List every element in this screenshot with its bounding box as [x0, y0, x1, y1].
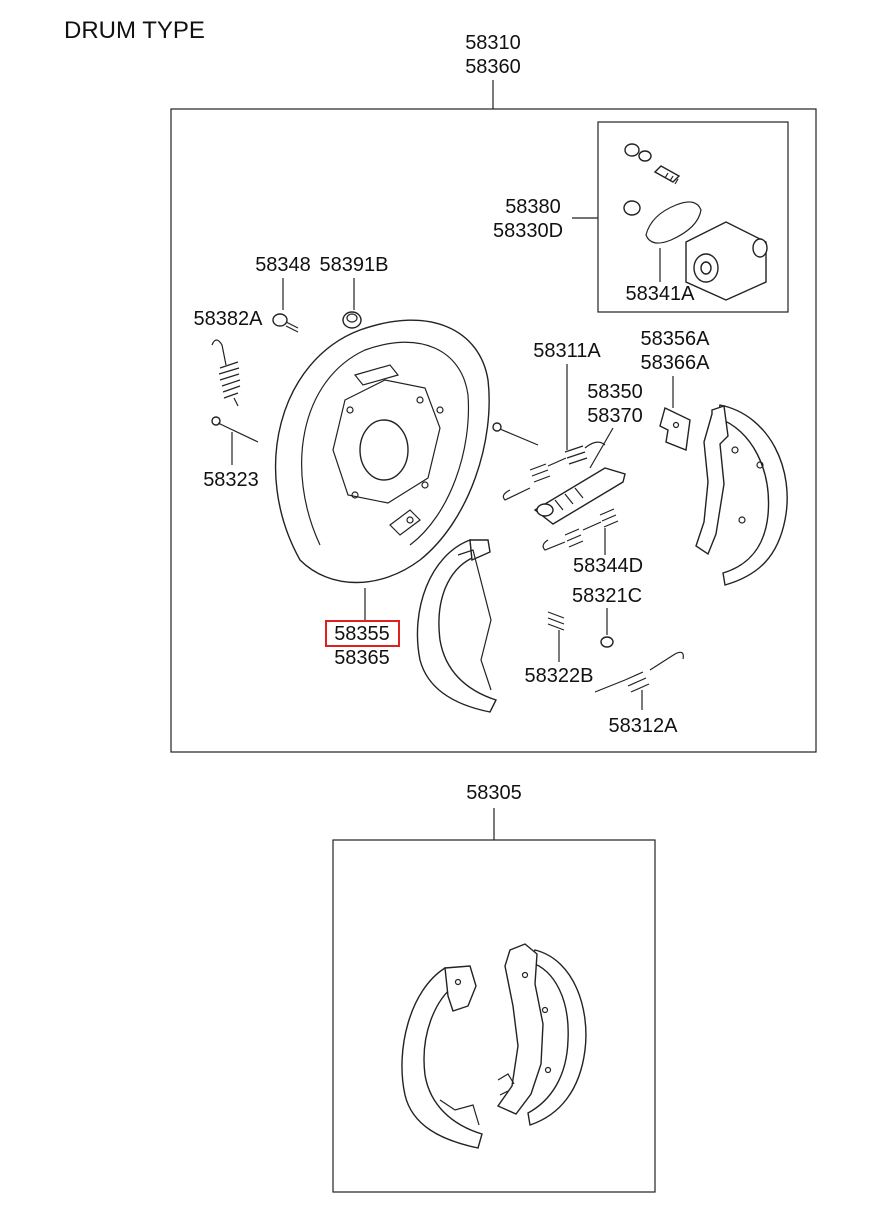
washer-58321C[interactable] [600, 636, 614, 648]
bolt-right-of-plate[interactable] [492, 422, 539, 446]
spring-58344D[interactable] [542, 508, 619, 551]
spring-58322B[interactable] [547, 611, 565, 631]
label-58323[interactable]: 58323 [203, 469, 259, 491]
kit-shoe-left[interactable] [401, 965, 483, 1149]
label-58348[interactable]: 58348 [255, 254, 311, 276]
brake-shoe-left[interactable] [416, 539, 497, 713]
assembly-frame [170, 108, 817, 753]
label-58311A[interactable]: 58311A [533, 340, 601, 362]
label-58370[interactable]: 58370 [587, 405, 643, 427]
label-58382A[interactable]: 58382A [194, 308, 264, 330]
bolt-58348[interactable] [272, 313, 299, 333]
brake-shoe-right[interactable] [695, 404, 788, 586]
assembly-code-2[interactable]: 58360 [465, 56, 521, 78]
label-58391B[interactable]: 58391B [320, 254, 389, 276]
backing-plate[interactable] [274, 319, 490, 584]
label-58321C[interactable]: 58321C [572, 585, 642, 607]
label-58380[interactable]: 58380 [505, 196, 561, 218]
spring-58312A[interactable] [594, 651, 684, 693]
leader-58350 [589, 427, 614, 469]
label-58350[interactable]: 58350 [587, 381, 643, 403]
diagram-title: DRUM TYPE [64, 17, 205, 44]
kit-code[interactable]: 58305 [466, 782, 522, 804]
pin-58323[interactable] [211, 416, 259, 443]
spring-58382A[interactable] [211, 339, 241, 407]
lever-58356A[interactable] [659, 407, 691, 451]
label-58330D[interactable]: 58330D [493, 220, 563, 242]
label-58341A[interactable]: 58341A [626, 283, 696, 305]
label-58365[interactable]: 58365 [334, 647, 390, 669]
kit-frame [332, 839, 656, 1193]
plug-58391B[interactable] [342, 311, 362, 329]
label-58355[interactable]: 58355 [334, 623, 390, 645]
assembly-code-1[interactable]: 58310 [465, 32, 521, 54]
label-58356A[interactable]: 58356A [641, 328, 711, 350]
label-58322B[interactable]: 58322B [525, 665, 594, 687]
highlight-box-58355 [325, 620, 400, 647]
kit-shoe-right[interactable] [496, 943, 587, 1126]
wheel-cylinder-drawing[interactable] [623, 143, 768, 301]
label-58344D[interactable]: 58344D [573, 555, 643, 577]
label-58312A[interactable]: 58312A [609, 715, 679, 737]
adjuster-58350[interactable] [533, 467, 626, 525]
wheel-cylinder-inset [597, 121, 789, 313]
label-58366A[interactable]: 58366A [641, 352, 711, 374]
